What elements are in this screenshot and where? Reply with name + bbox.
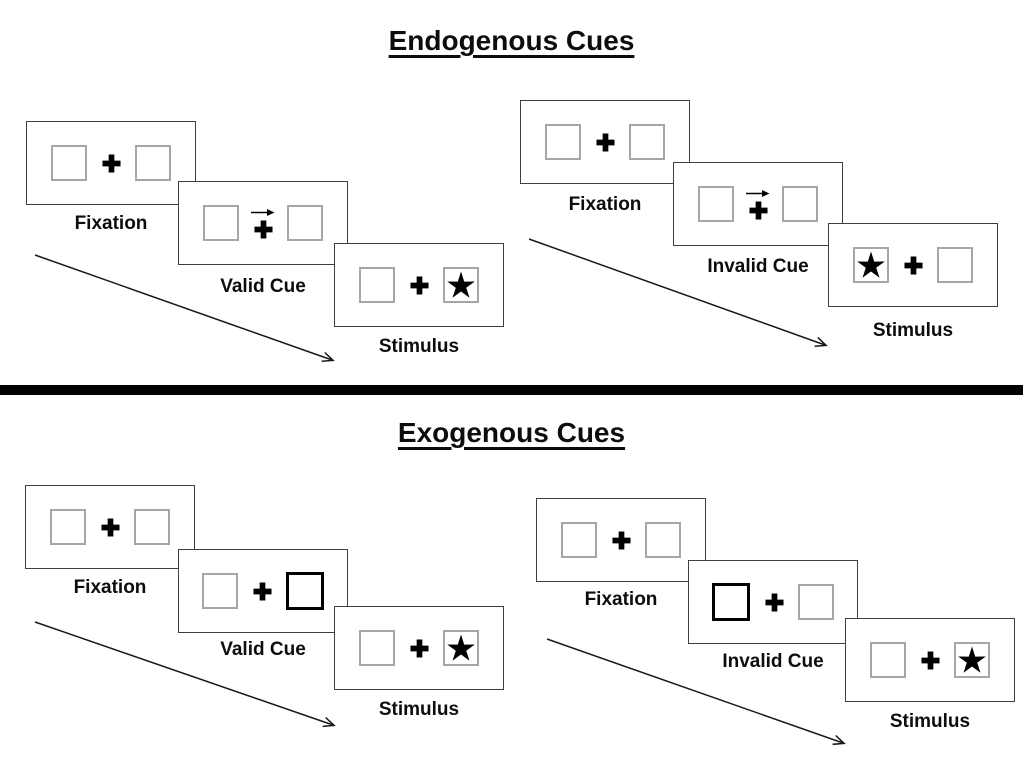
center-area xyxy=(238,581,286,601)
center-area xyxy=(597,530,645,550)
plus-cross-icon xyxy=(748,200,768,220)
plus-cross-icon xyxy=(409,638,429,658)
right-placeholder-box xyxy=(937,247,973,283)
fixation-display-row xyxy=(561,522,681,558)
center-area xyxy=(87,153,135,173)
left-placeholder-box xyxy=(51,145,87,181)
left-placeholder-box xyxy=(359,630,395,666)
cue-display-row xyxy=(712,583,834,621)
highlighted-cue-box xyxy=(712,583,750,621)
left-placeholder-box xyxy=(545,124,581,160)
valid-cue-label: Valid Cue xyxy=(220,276,306,297)
left-placeholder-box xyxy=(202,573,238,609)
filled-star-icon xyxy=(447,634,475,661)
right-placeholder-box xyxy=(782,186,818,222)
valid-cue-screen-panel xyxy=(178,549,348,633)
right-placeholder-box xyxy=(287,205,323,241)
stimulus-display-row xyxy=(359,267,479,303)
plus-cross-icon xyxy=(611,530,631,550)
diagonal-timeline-arrow-icon xyxy=(34,621,336,728)
plus-cross-icon xyxy=(252,581,272,601)
stimulus-display-row xyxy=(870,642,990,678)
center-area xyxy=(889,255,937,275)
star-stimulus-box xyxy=(443,630,479,666)
fixation-display-row xyxy=(545,124,665,160)
stimulus-label: Stimulus xyxy=(378,336,460,357)
stimulus-label: Stimulus xyxy=(872,320,954,341)
section-divider xyxy=(0,385,1023,395)
left-placeholder-box xyxy=(359,267,395,303)
plus-cross-icon xyxy=(903,255,923,275)
cue-display-row xyxy=(698,186,818,222)
right-placeholder-box xyxy=(135,145,171,181)
center-area xyxy=(395,638,443,658)
stimulus-label: Stimulus xyxy=(889,711,971,732)
cue-display-row xyxy=(203,205,323,241)
endogenous-title-text: Endogenous Cues xyxy=(388,25,635,56)
right-placeholder-box xyxy=(798,584,834,620)
fixation-screen-panel xyxy=(536,498,706,582)
right-placeholder-box xyxy=(645,522,681,558)
center-area xyxy=(734,189,782,220)
star-stimulus-box xyxy=(443,267,479,303)
star-stimulus-box xyxy=(954,642,990,678)
stimulus-screen-panel xyxy=(845,618,1015,702)
plus-cross-icon xyxy=(764,592,784,612)
fixation-screen-panel xyxy=(26,121,196,205)
stimulus-display-row xyxy=(359,630,479,666)
stimulus-display-row xyxy=(853,247,973,283)
plus-cross-icon xyxy=(101,153,121,173)
diagonal-timeline-arrow-icon xyxy=(528,238,828,348)
left-placeholder-box xyxy=(203,205,239,241)
valid-cue-screen-panel xyxy=(178,181,348,265)
center-area xyxy=(750,592,798,612)
center-area xyxy=(395,275,443,295)
filled-star-icon xyxy=(958,646,986,673)
fixation-display-row xyxy=(50,509,170,545)
right-arrow-icon xyxy=(746,189,770,197)
exogenous-title-text: Exogenous Cues xyxy=(397,417,626,448)
valid-cue-label: Valid Cue xyxy=(220,639,306,660)
plus-cross-icon xyxy=(920,650,940,670)
diagonal-timeline-arrow-icon xyxy=(34,254,335,363)
stimulus-screen-panel xyxy=(828,223,998,307)
plus-cross-icon xyxy=(409,275,429,295)
plus-cross-icon xyxy=(595,132,615,152)
exogenous-section-title: Exogenous Cues xyxy=(0,417,1023,449)
center-area xyxy=(239,208,287,239)
left-placeholder-box xyxy=(698,186,734,222)
fixation-label: Fixation xyxy=(584,589,658,610)
filled-star-icon xyxy=(857,251,885,278)
endogenous-section-title: Endogenous Cues xyxy=(0,25,1023,57)
invalid-cue-screen-panel xyxy=(688,560,858,644)
filled-star-icon xyxy=(447,271,475,298)
plus-cross-icon xyxy=(100,517,120,537)
stimulus-screen-panel xyxy=(334,606,504,690)
invalid-cue-screen-panel xyxy=(673,162,843,246)
stimulus-label: Stimulus xyxy=(378,699,460,720)
fixation-screen-panel xyxy=(25,485,195,569)
right-placeholder-box xyxy=(629,124,665,160)
right-placeholder-box xyxy=(134,509,170,545)
invalid-cue-label: Invalid Cue xyxy=(722,651,824,672)
cue-display-row xyxy=(202,572,324,610)
left-placeholder-box xyxy=(50,509,86,545)
center-area xyxy=(86,517,134,537)
invalid-cue-label: Invalid Cue xyxy=(707,256,809,277)
star-stimulus-box xyxy=(853,247,889,283)
fixation-label: Fixation xyxy=(74,213,148,234)
fixation-label: Fixation xyxy=(568,194,642,215)
right-arrow-icon xyxy=(251,208,275,216)
fixation-label: Fixation xyxy=(73,577,147,598)
center-area xyxy=(906,650,954,670)
left-placeholder-box xyxy=(561,522,597,558)
fixation-display-row xyxy=(51,145,171,181)
left-placeholder-box xyxy=(870,642,906,678)
center-area xyxy=(581,132,629,152)
stimulus-screen-panel xyxy=(334,243,504,327)
plus-cross-icon xyxy=(253,219,273,239)
fixation-screen-panel xyxy=(520,100,690,184)
highlighted-cue-box xyxy=(286,572,324,610)
diagonal-timeline-arrow-icon xyxy=(546,638,846,746)
